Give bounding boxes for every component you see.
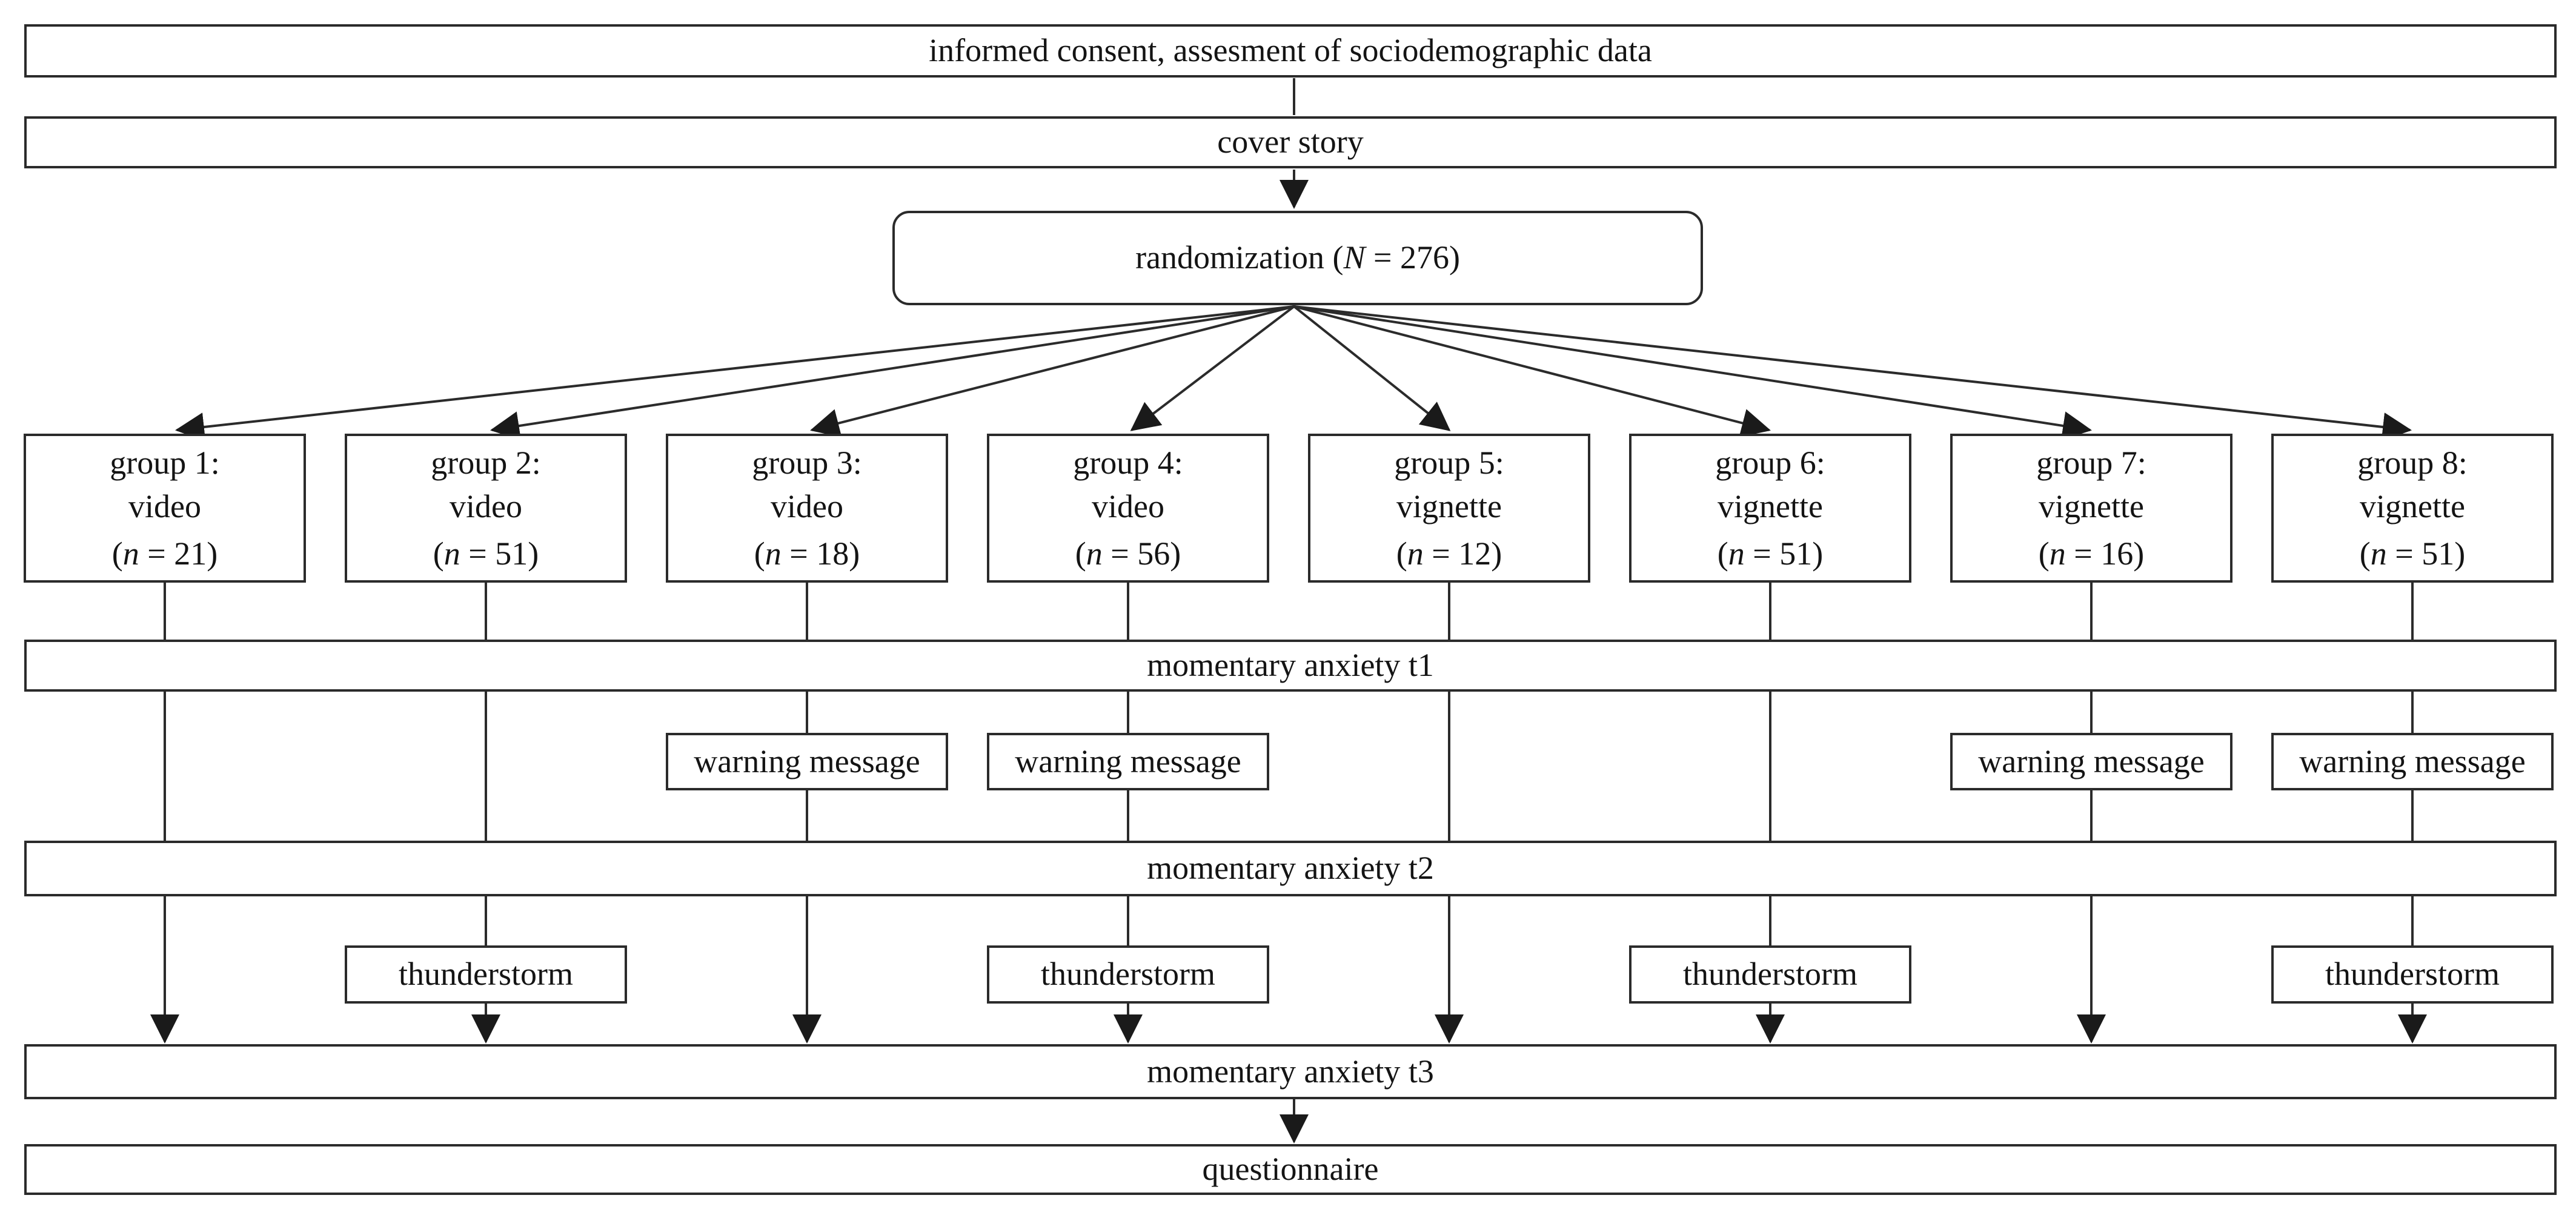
group-title: group 4: <box>1073 445 1183 481</box>
thunderstorm-box-col4: thunderstorm <box>987 945 1269 1004</box>
group-stimulus: vignette <box>2039 488 2144 524</box>
group-sample-size: (n = 12) <box>1396 535 1502 572</box>
group-stimulus: vignette <box>1718 488 1823 524</box>
thunderstorm-box-col8: thunderstorm <box>2271 945 2554 1004</box>
warning-message-box-col4: warning message <box>987 733 1269 790</box>
warning-message-label: warning message <box>1015 743 1241 779</box>
bar-questionnaire: questionnaire <box>24 1144 2557 1195</box>
bar-momentary-anxiety-t1: momentary anxiety t1 <box>24 640 2557 692</box>
randomization-box: randomization (N = 276) <box>892 211 1703 305</box>
thunderstorm-label: thunderstorm <box>1041 956 1215 993</box>
group-sample-size: (n = 51) <box>433 535 539 572</box>
thunderstorm-box-col6: thunderstorm <box>1629 945 1911 1004</box>
thunderstorm-label: thunderstorm <box>399 956 573 993</box>
bar-momentary-anxiety-t2: momentary anxiety t2 <box>24 841 2557 896</box>
group-box-7: group 7: vignette (n = 16) <box>1950 434 2232 583</box>
group-box-3: group 3: video (n = 18) <box>666 434 948 583</box>
group-stimulus: vignette <box>1396 488 1502 524</box>
connector-randomization-to-group5 <box>1293 305 1451 431</box>
connector-randomization-to-group4 <box>1130 305 1295 431</box>
bar-questionnaire-label: questionnaire <box>1202 1151 1379 1188</box>
group-sample-size: (n = 56) <box>1075 535 1181 572</box>
randomization-label: randomization (N = 276) <box>1135 239 1460 276</box>
warning-message-box-col7: warning message <box>1950 733 2232 790</box>
group-title: group 7: <box>2036 445 2146 481</box>
connector-randomization-to-group2 <box>490 305 1295 440</box>
group-sample-size: (n = 18) <box>754 535 860 572</box>
bar-momentary-anxiety-t1-label: momentary anxiety t1 <box>1147 647 1434 684</box>
group-box-8: group 8: vignette (n = 51) <box>2271 434 2554 583</box>
bar-momentary-anxiety-t3-label: momentary anxiety t3 <box>1147 1053 1434 1090</box>
group-title: group 8: <box>2357 445 2468 481</box>
group-box-1: group 1: video (n = 21) <box>24 434 306 583</box>
group-title: group 6: <box>1715 445 1825 481</box>
group-box-2: group 2: video (n = 51) <box>345 434 627 583</box>
thunderstorm-box-col2: thunderstorm <box>345 945 627 1004</box>
group-sample-size: (n = 51) <box>2359 535 2466 572</box>
connector-randomization-to-group7 <box>1293 305 2092 440</box>
bar-informed-consent: informed consent, assesment of sociodemo… <box>24 24 2557 78</box>
warning-message-label: warning message <box>2299 743 2526 779</box>
group-box-4: group 4: video (n = 56) <box>987 434 1269 583</box>
group-stimulus: video <box>450 488 522 524</box>
group-stimulus: video <box>771 488 843 524</box>
bar-momentary-anxiety-t2-label: momentary anxiety t2 <box>1147 850 1434 887</box>
warning-message-box-col8: warning message <box>2271 733 2554 790</box>
group-sample-size: (n = 16) <box>2038 535 2145 572</box>
warning-message-box-col3: warning message <box>666 733 948 790</box>
bar-cover-story: cover story <box>24 116 2557 168</box>
group-title: group 3: <box>752 445 862 481</box>
connector-randomization-to-group3 <box>810 305 1295 438</box>
bar-cover-story-label: cover story <box>1217 124 1364 160</box>
group-stimulus: video <box>128 488 201 524</box>
group-stimulus: video <box>1092 488 1164 524</box>
connector-randomization-to-group1 <box>175 305 1295 442</box>
bar-informed-consent-label: informed consent, assesment of sociodemo… <box>929 32 1652 69</box>
group-box-6: group 6: vignette (n = 51) <box>1629 434 1911 583</box>
thunderstorm-label: thunderstorm <box>1683 956 1857 993</box>
group-title: group 1: <box>110 445 220 481</box>
group-sample-size: (n = 51) <box>1717 535 1824 572</box>
connector-randomization-to-group6 <box>1293 305 1771 437</box>
group-title: group 5: <box>1394 445 1504 481</box>
thunderstorm-label: thunderstorm <box>2325 956 2500 993</box>
group-stimulus: vignette <box>2360 488 2465 524</box>
connector-randomization-to-group8 <box>1293 305 2412 442</box>
group-sample-size: (n = 21) <box>111 535 218 572</box>
warning-message-label: warning message <box>694 743 920 779</box>
bar-momentary-anxiety-t3: momentary anxiety t3 <box>24 1044 2557 1099</box>
group-box-5: group 5: vignette (n = 12) <box>1308 434 1590 583</box>
group-title: group 2: <box>431 445 541 481</box>
warning-message-label: warning message <box>1978 743 2205 779</box>
